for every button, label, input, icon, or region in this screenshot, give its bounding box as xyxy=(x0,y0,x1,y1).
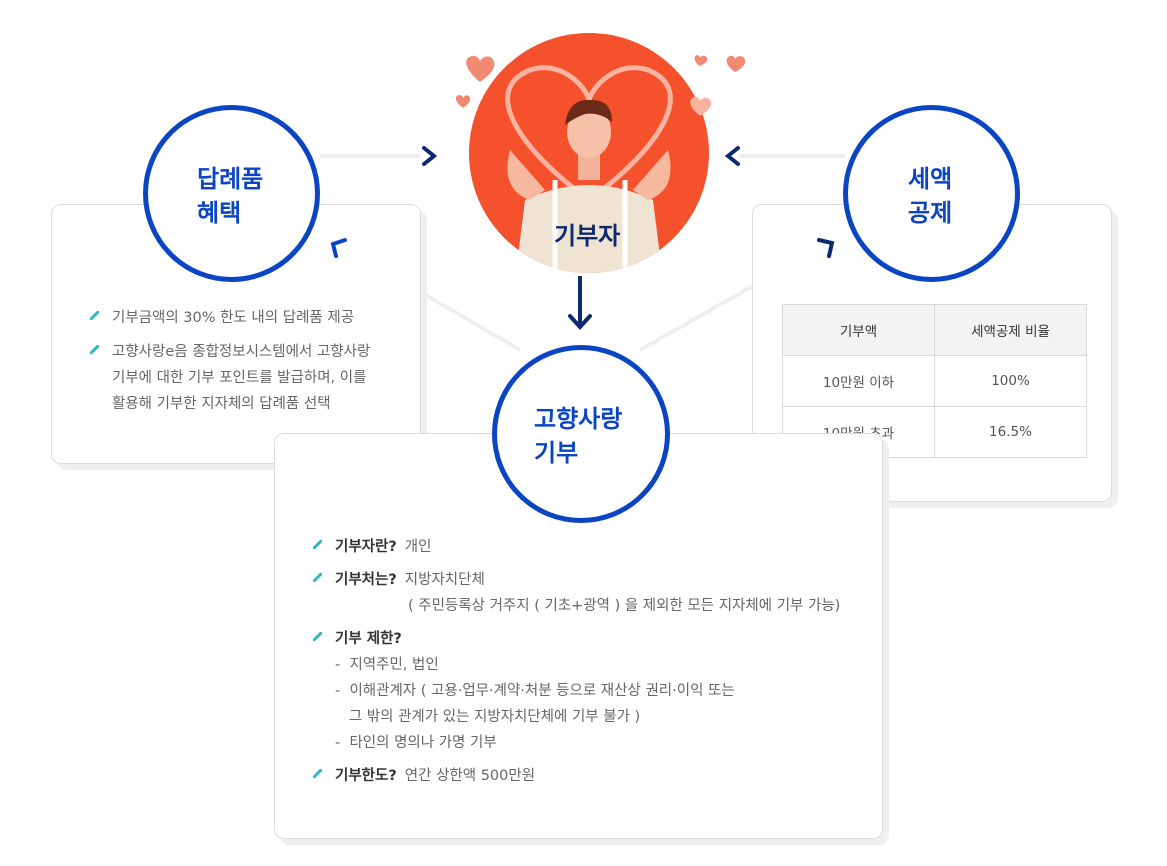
list-item: 고향사랑e음 종합정보시스템에서 고향사랑 기부에 대한 기부 포인트를 발급하… xyxy=(90,339,380,417)
tax-credit-circle xyxy=(843,105,1020,282)
table-cell: 10만원 이하 xyxy=(782,355,935,407)
heart-icon xyxy=(694,55,708,66)
restriction-item: - 이해관계자 ( 고용·업무·계약·처분 등으로 재산상 권리·이익 또는 xyxy=(335,683,735,699)
chevron-right-icon xyxy=(422,146,438,166)
arrow-down-icon xyxy=(568,276,592,330)
answer-text: 지방자치단체 xyxy=(404,572,485,588)
check-icon xyxy=(90,345,99,354)
hometown-donation-title: 고향사랑 기부 xyxy=(534,405,623,467)
chevron-left-icon xyxy=(724,146,740,166)
arrow-corner-icon xyxy=(330,238,347,258)
hometown-donation-circle xyxy=(492,345,670,523)
donation-info-list: 기부자란? 개인 기부처는? 지방자치단체 ( 주민등록상 거주지 ( 기초+광역 )… xyxy=(313,534,873,789)
check-icon xyxy=(90,311,99,320)
item-text: 고향사랑e음 종합정보시스템에서 고향사랑 기부에 대한 기부 포인트를 발급하… xyxy=(112,344,371,412)
check-icon xyxy=(313,540,322,549)
list-item: 기부처는? 지방자치단체 ( 주민등록상 거주지 ( 기초+광역 ) 을 제외한 모… xyxy=(313,567,873,619)
heart-icon xyxy=(455,95,471,108)
list-item: 기부금액의 30% 한도 내의 답례품 제공 xyxy=(90,305,380,331)
restriction-item: 그 밖의 관계가 있는 지방자치단체에 기부 불가 ) xyxy=(335,709,641,725)
arrow-corner-icon xyxy=(817,238,835,258)
heart-icon xyxy=(726,55,746,72)
gift-benefit-list: 기부금액의 30% 한도 내의 답례품 제공 고향사랑e음 종합정보시스템에서 … xyxy=(90,305,380,417)
check-icon xyxy=(313,573,322,582)
item-text: 기부금액의 30% 한도 내의 답례품 제공 xyxy=(112,310,355,326)
list-item: 기부한도? 연간 상한액 500만원 xyxy=(313,763,873,789)
column-header: 세액공제 비율 xyxy=(934,304,1087,356)
list-item: 기부 제한? - 지역주민, 법인 - 이해관계자 ( 고용·업무·계약·처분 등으… xyxy=(313,626,873,756)
table-cell: 100% xyxy=(934,355,1087,407)
answer-text: 개인 xyxy=(404,539,432,555)
tax-credit-title: 세액 공제 xyxy=(908,165,953,227)
table-cell: 16.5% xyxy=(934,406,1087,458)
heart-icon xyxy=(690,96,712,116)
gift-benefit-circle xyxy=(143,105,320,282)
question-label: 기부한도? xyxy=(335,768,397,784)
check-icon xyxy=(313,769,322,778)
check-icon xyxy=(313,632,322,641)
gift-benefit-title: 답례품 혜택 xyxy=(197,165,264,227)
question-label: 기부자란? xyxy=(335,539,397,555)
column-header: 기부액 xyxy=(782,304,935,356)
heart-icon xyxy=(466,55,495,82)
answer-note: ( 주민등록상 거주지 ( 기초+광역 ) 을 제외한 모든 지자체에 기부 가… xyxy=(408,598,841,614)
question-label: 기부처는? xyxy=(335,572,397,588)
list-item: 기부자란? 개인 xyxy=(313,534,873,560)
restriction-item: - 타인의 명의나 가명 기부 xyxy=(335,735,497,751)
restriction-item: - 지역주민, 법인 xyxy=(335,657,439,673)
question-label: 기부 제한? xyxy=(335,631,402,647)
answer-text: 연간 상한액 500만원 xyxy=(404,768,536,784)
donor-label: 기부자 xyxy=(554,222,621,250)
restriction-list: - 지역주민, 법인 - 이해관계자 ( 고용·업무·계약·처분 등으로 재산상 … xyxy=(313,652,873,756)
